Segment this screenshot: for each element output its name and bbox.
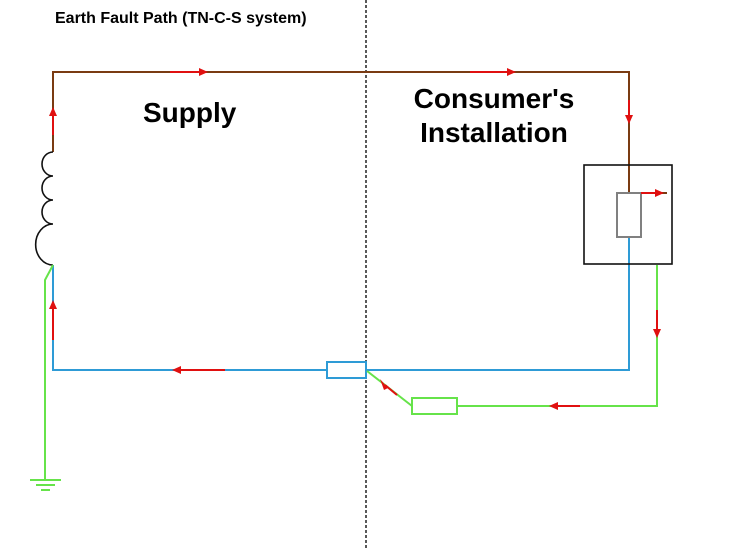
fuse (616, 192, 642, 238)
consumer-unit (583, 164, 673, 265)
consumer-protective-conductor (457, 265, 658, 407)
line-conductor (52, 71, 667, 194)
arrow-down-protective (653, 329, 661, 338)
supply-earth-conductor (44, 264, 54, 480)
arrow-left-pen (172, 366, 181, 374)
arrow-right-top-2 (507, 68, 516, 76)
supply-label: Supply (143, 97, 237, 128)
arrow-right-top-1 (199, 68, 208, 76)
arrow-left-protective (549, 402, 558, 410)
pen-conductor (52, 265, 327, 371)
arrow-right-fault (655, 189, 664, 197)
pen-link (326, 361, 367, 379)
consumer-neutral (366, 237, 630, 371)
arrow-down-line (625, 115, 633, 124)
transformer-winding (34, 151, 54, 266)
consumer-label-line1: Consumer's (414, 83, 575, 114)
arrow-up-pen (49, 300, 57, 309)
diagram-title: Earth Fault Path (TN-C-S system) (55, 10, 307, 27)
earth-impedance (411, 397, 458, 415)
consumer-label-line2: Installation (420, 117, 568, 148)
earth-icon (30, 479, 61, 491)
arrow-up-supply (49, 107, 57, 116)
arrow-diagonal-link (380, 379, 388, 390)
fault-current-arrows (49, 68, 664, 410)
